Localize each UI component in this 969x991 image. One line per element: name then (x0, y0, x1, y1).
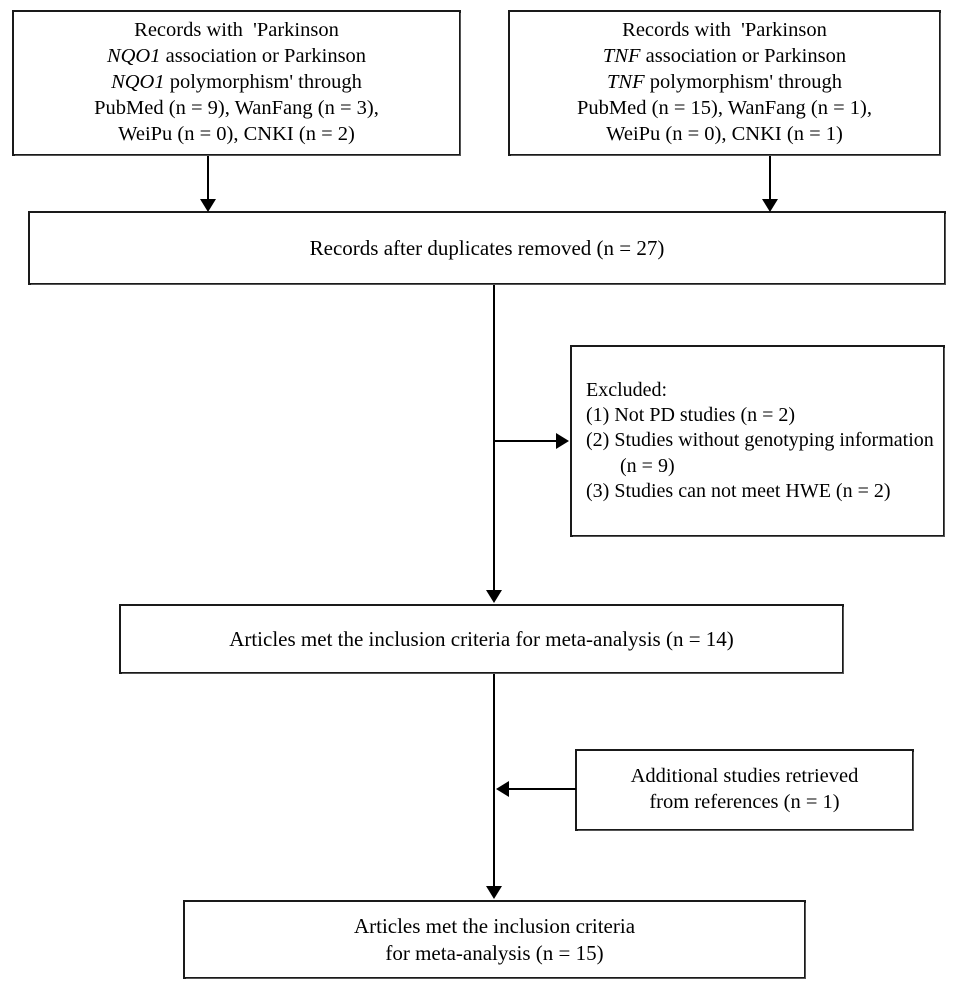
arrow-down-icon-duplicates-to-included14 (486, 590, 502, 603)
node-articles-included-15-text: Articles met the inclusion criteria for … (191, 913, 798, 966)
arrow-left-icon-additional-to-trunk (496, 781, 509, 797)
node-records-tnf: Records with 'Parkinson TNF association … (508, 10, 941, 156)
node-excluded: Excluded: (1) Not PD studies (n = 2) (2)… (570, 345, 945, 537)
connector-duplicates-to-excluded-line (495, 440, 557, 442)
gene-label-nqo1-a: NQO1 (106, 45, 161, 68)
gene-label-tnf-a: TNF (602, 45, 641, 68)
node-additional-studies-line-2: from references (n = 1) (649, 791, 840, 813)
node-records-nqo1-line-5: WeiPu (n = 0), CNKI (n = 2) (118, 122, 355, 145)
gene-label-nqo1-b: NQO1 (111, 71, 165, 94)
node-records-tnf-line-2: TNF association or Parkinson (516, 44, 933, 70)
arrow-down-icon-nqo1-to-duplicates (200, 199, 216, 212)
node-records-after-duplicates: Records after duplicates removed (n = 27… (28, 211, 946, 285)
node-records-after-duplicates-text: Records after duplicates removed (n = 27… (309, 235, 665, 260)
node-excluded-heading: Excluded: (586, 379, 668, 402)
node-records-nqo1-line-2-rest: association or Parkinson (160, 45, 367, 68)
node-articles-included-15-line-1: Articles met the inclusion criteria (353, 914, 636, 939)
node-records-nqo1-line-3-rest: polymorphism' through (164, 71, 362, 94)
node-articles-included-15: Articles met the inclusion criteria for … (183, 900, 806, 979)
node-records-tnf-line-4: PubMed (n = 15), WanFang (n = 1), (577, 96, 872, 119)
node-excluded-item-2: (2) Studies without genotyping informati… (586, 429, 934, 477)
node-records-nqo1-text: Records with 'Parkinson NQO1 association… (20, 18, 453, 147)
node-articles-included-14: Articles met the inclusion criteria for … (119, 604, 844, 674)
connector-included14-to-included15-line (493, 674, 495, 888)
node-additional-studies-text: Additional studies retrieved from refere… (583, 764, 906, 816)
node-records-tnf-line-3: TNF polymorphism' through (516, 70, 933, 96)
node-records-nqo1: Records with 'Parkinson NQO1 association… (12, 10, 461, 156)
node-additional-studies-line-1: Additional studies retrieved (630, 765, 859, 788)
node-records-tnf-line-2-rest: association or Parkinson (640, 45, 847, 68)
node-articles-included-14-text: Articles met the inclusion criteria for … (229, 626, 734, 651)
node-records-tnf-line-1: Records with 'Parkinson (622, 19, 827, 42)
node-records-nqo1-line-2: NQO1 association or Parkinson (20, 44, 453, 70)
connector-additional-to-trunk-line (509, 788, 576, 790)
node-excluded-text: Excluded: (1) Not PD studies (n = 2) (2)… (586, 378, 937, 504)
connector-nqo1-to-duplicates-line (207, 156, 209, 201)
node-records-nqo1-line-1: Records with 'Parkinson (134, 19, 339, 42)
arrow-down-icon-tnf-to-duplicates (762, 199, 778, 212)
node-records-tnf-text: Records with 'Parkinson TNF association … (516, 18, 933, 147)
node-records-nqo1-line-3: NQO1 polymorphism' through (20, 70, 453, 96)
node-records-nqo1-line-4: PubMed (n = 9), WanFang (n = 3), (94, 96, 379, 119)
arrow-right-icon-duplicates-to-excluded (556, 433, 569, 449)
node-excluded-item-1: (1) Not PD studies (n = 2) (586, 404, 796, 427)
node-articles-included-15-line-2: for meta-analysis (n = 15) (385, 940, 604, 965)
connector-duplicates-to-included14-line (493, 285, 495, 592)
arrow-down-icon-included14-to-included15 (486, 886, 502, 899)
node-records-tnf-line-5: WeiPu (n = 0), CNKI (n = 1) (606, 122, 843, 145)
gene-label-tnf-b: TNF (607, 71, 645, 94)
connector-tnf-to-duplicates-line (769, 156, 771, 201)
node-excluded-item-3: (3) Studies can not meet HWE (n = 2) (586, 479, 891, 502)
node-additional-studies: Additional studies retrieved from refere… (575, 749, 914, 831)
node-records-tnf-line-3-rest: polymorphism' through (644, 71, 842, 94)
